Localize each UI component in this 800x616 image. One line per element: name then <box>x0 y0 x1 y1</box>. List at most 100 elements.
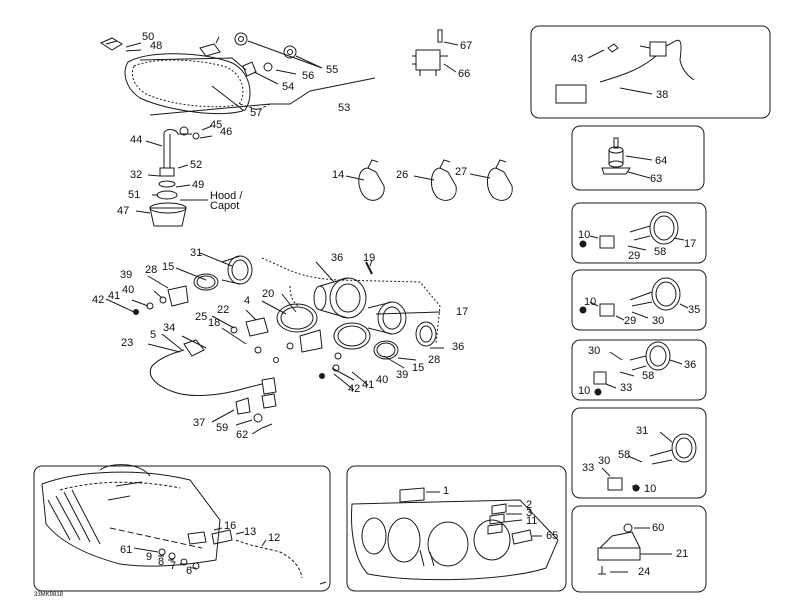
part-label: 10 <box>644 483 657 495</box>
dash-bezel-part <box>351 487 559 581</box>
part-label: 17 <box>456 306 469 318</box>
panel-fuel-sensor <box>530 25 771 119</box>
part-label: 63 <box>650 173 663 185</box>
part-label: 8 <box>158 556 165 568</box>
part-label: 14 <box>332 169 345 181</box>
headlamp-assembly <box>99 32 297 115</box>
panel-dash-housing <box>33 465 331 592</box>
panel-valve <box>571 125 705 191</box>
clamp-parts <box>358 159 513 201</box>
part-label: 26 <box>396 169 409 181</box>
part-label: 25 <box>195 311 208 323</box>
part-label: 54 <box>282 81 295 93</box>
gauge-icons <box>579 211 697 575</box>
part-label: 59 <box>216 422 229 434</box>
part-label: 27 <box>455 166 468 178</box>
relay-part <box>412 29 448 76</box>
wiring-harness <box>149 339 277 429</box>
part-label: 4 <box>244 295 251 307</box>
fuel-sensor-part <box>555 39 695 104</box>
part-label: 11 <box>526 515 538 527</box>
part-label: 40 <box>376 374 389 386</box>
panel-dash-bezel <box>346 465 567 592</box>
part-label: 15 <box>162 261 175 273</box>
panel-gauge-4 <box>571 407 707 499</box>
part-label: 58 <box>618 449 631 461</box>
part-label: 31 <box>190 247 203 259</box>
part-label: 64 <box>655 155 668 167</box>
part-label: 52 <box>190 159 203 171</box>
part-label: 2 <box>526 499 533 511</box>
part-label: 39 <box>396 369 409 381</box>
panel-module <box>571 505 707 593</box>
hood-latch-part <box>149 126 200 227</box>
panel-gauge-1 <box>571 202 707 264</box>
part-label: 32 <box>130 169 143 181</box>
part-label: 16 <box>224 520 237 532</box>
part-label: 43 <box>571 53 584 65</box>
part-label: 29 <box>628 250 641 262</box>
part-label: 5 <box>150 329 157 341</box>
part-label: 31 <box>636 425 649 437</box>
part-label: 21 <box>676 548 689 560</box>
part-label: 40 <box>122 284 135 296</box>
hood-caption-line-1: Hood / <box>210 190 243 202</box>
part-label: 19 <box>363 252 376 264</box>
part-label: 42 <box>348 383 361 395</box>
part-label: 58 <box>654 246 667 258</box>
part-label: 3 <box>526 507 533 519</box>
panel-gauge-2 <box>571 269 707 331</box>
dash-housing-part <box>41 464 327 585</box>
part-label: 20 <box>262 288 275 300</box>
part-label: 33 <box>582 462 595 474</box>
part-label: 9 <box>146 551 153 563</box>
part-label: 60 <box>652 522 665 534</box>
part-label: 37 <box>193 417 206 429</box>
part-label: 67 <box>460 40 473 52</box>
part-label: 41 <box>362 379 375 391</box>
part-label: 30 <box>588 345 601 357</box>
part-label: 50 <box>142 31 155 43</box>
part-label: 17 <box>684 238 697 250</box>
part-label: 53 <box>338 102 351 114</box>
valve-part <box>601 137 631 175</box>
part-label: 10 <box>584 296 597 308</box>
part-label: 62 <box>236 429 249 441</box>
part-label: 36 <box>452 341 465 353</box>
part-label: 29 <box>624 315 637 327</box>
part-label: 12 <box>268 532 281 544</box>
part-label: 47 <box>117 205 130 217</box>
part-label: 1 <box>443 485 450 497</box>
panel-gauge-3 <box>571 339 707 401</box>
part-label: 35 <box>688 304 701 316</box>
part-label: 39 <box>120 269 133 281</box>
part-label: 58 <box>642 370 655 382</box>
part-label: 49 <box>192 179 205 191</box>
part-label: 51 <box>128 189 141 201</box>
part-label: 36 <box>684 359 697 371</box>
part-label: 38 <box>656 89 669 101</box>
part-label: 41 <box>108 290 121 302</box>
part-label: 28 <box>145 264 158 276</box>
part-label: 57 <box>250 107 263 119</box>
part-label: 22 <box>217 304 230 316</box>
reference-code: 33MK9818 <box>34 592 64 598</box>
part-label: 55 <box>326 64 339 76</box>
part-label: 44 <box>130 134 143 146</box>
part-label: 48 <box>150 40 163 52</box>
part-label: 13 <box>244 526 257 538</box>
part-label: 46 <box>220 126 233 138</box>
part-label: 6 <box>186 565 193 577</box>
part-label: 7 <box>170 560 177 572</box>
part-label: 24 <box>638 566 651 578</box>
part-label: 30 <box>598 455 611 467</box>
part-label: 15 <box>412 362 425 374</box>
part-label: 45 <box>210 119 223 131</box>
part-label: 28 <box>428 354 441 366</box>
part-label: 18 <box>208 317 221 329</box>
instrument-cluster <box>133 255 441 379</box>
part-label: 42 <box>92 294 105 306</box>
part-label: 10 <box>578 229 591 241</box>
